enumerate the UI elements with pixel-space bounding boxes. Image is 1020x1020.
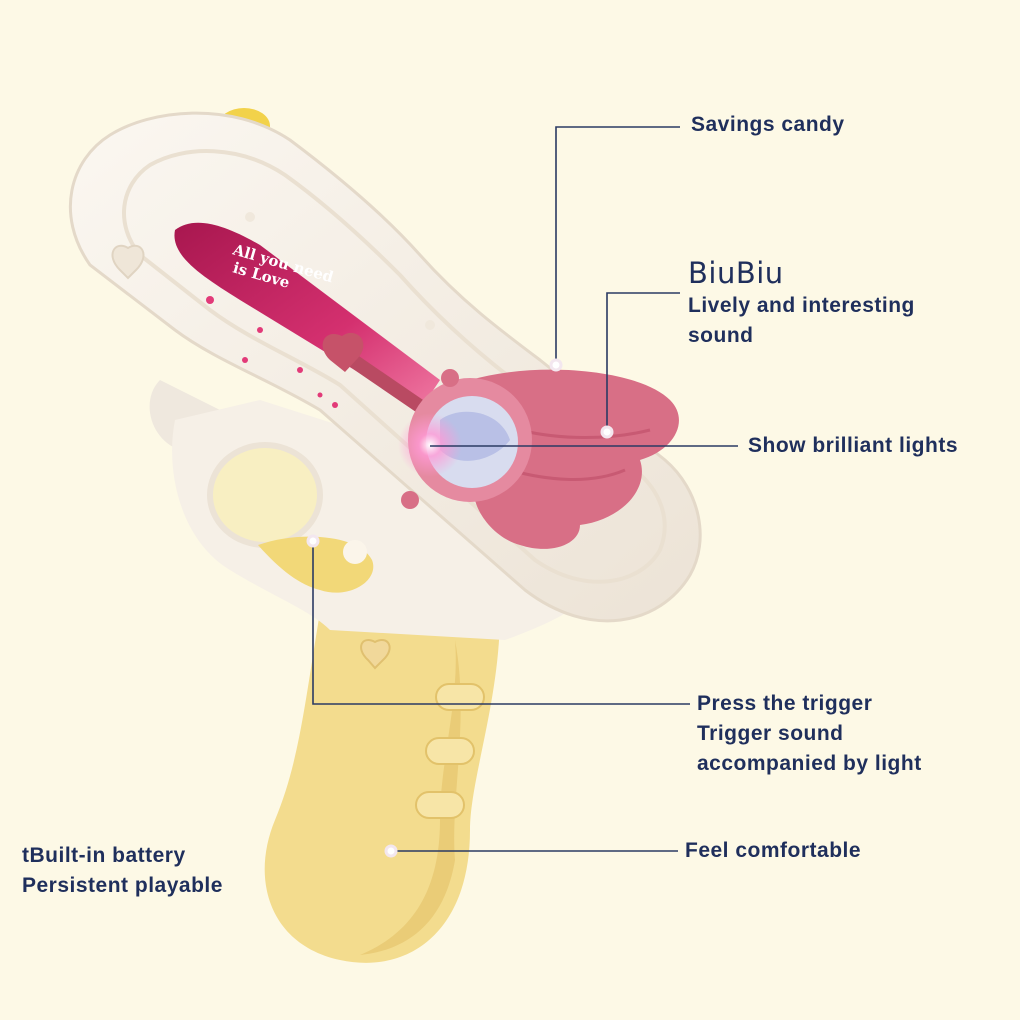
label-battery: tBuilt-in battery Persistent playable — [22, 841, 223, 901]
heart-decoration — [360, 639, 391, 670]
label-text: Trigger sound — [697, 722, 844, 745]
label-text: Show brilliant lights — [748, 434, 958, 457]
label-trigger: Press the trigger Trigger sound accompan… — [697, 689, 922, 779]
light-glow — [398, 413, 462, 477]
label-text: sound — [688, 324, 754, 347]
leader-sound — [606, 292, 680, 432]
toy-body-inset — [122, 149, 667, 584]
leader-savings-candy — [555, 126, 680, 365]
candy-dot — [242, 357, 248, 363]
lens-ring-knob — [441, 369, 459, 387]
label-text: accompanied by light — [697, 752, 922, 775]
callout-point — [384, 844, 398, 858]
candy-dot — [317, 392, 323, 398]
grip-ridge — [415, 791, 465, 819]
label-text: Lively and interesting — [688, 294, 915, 317]
label-lights: Show brilliant lights — [748, 431, 958, 461]
leader-trigger — [312, 541, 690, 705]
brand-name: BiuBiu — [688, 256, 784, 290]
indicator-dot — [245, 212, 255, 222]
candy-dot — [297, 367, 303, 373]
candy-dot — [332, 402, 338, 408]
trigger-hole — [207, 442, 323, 548]
candy-stick — [174, 222, 440, 410]
callout-point — [600, 425, 614, 439]
lens-ring-knob — [401, 491, 419, 509]
callout-point — [306, 534, 320, 548]
label-text: Feel comfortable — [685, 839, 862, 862]
label-text: Savings candy — [691, 113, 845, 136]
wand-heart — [322, 332, 364, 372]
callout-point — [549, 358, 563, 372]
label-savings-candy: Savings candy — [691, 110, 845, 140]
wing-feather-line — [519, 428, 651, 439]
grip-ridge — [425, 737, 475, 765]
candy-dot — [206, 296, 214, 304]
indicator-dot — [425, 320, 435, 330]
label-text: Press the trigger — [697, 692, 873, 715]
heart-decoration — [111, 244, 145, 280]
label-text: tBuilt-in battery — [22, 844, 186, 867]
label-text: Persistent playable — [22, 874, 223, 897]
leader-lines — [312, 126, 738, 852]
grip-shadow — [360, 640, 461, 955]
trigger-hole-small — [343, 540, 367, 564]
label-sound: BiuBiu Lively and interesting sound — [688, 255, 915, 351]
candy-dot — [257, 327, 263, 333]
grip-ridge — [435, 683, 485, 711]
callout-points — [306, 358, 614, 858]
label-comfort: Feel comfortable — [685, 836, 861, 866]
